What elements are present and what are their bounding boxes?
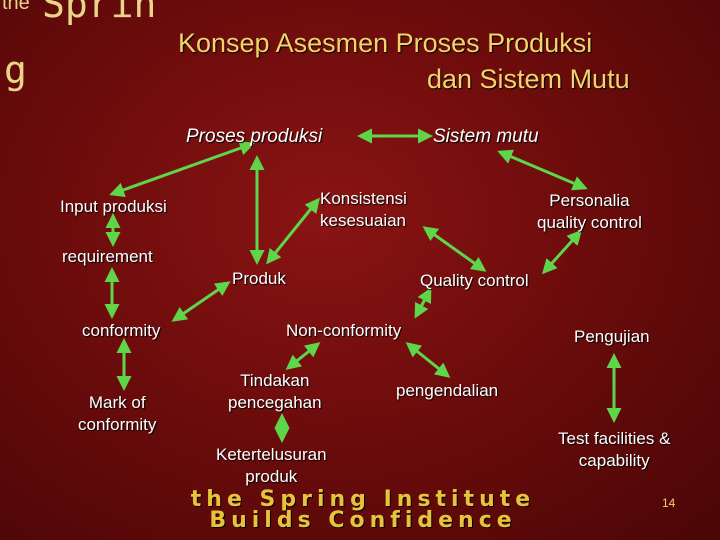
arrow-konsistensi-qc (422, 226, 487, 272)
node-mark-line-2: conformity (78, 415, 157, 434)
arrow-konsistensi-produk (266, 197, 320, 265)
node-tindakan-line-1: Tindakan (240, 371, 310, 390)
node-tindakan-pencegahan: Tindakan pencegahan (228, 370, 322, 414)
node-personalia-line-1: Personalia (549, 191, 630, 210)
node-quality-control: Quality control (420, 271, 529, 290)
node-tindakan-line-2: pencegahan (228, 393, 322, 412)
node-pengujian: Pengujian (574, 327, 650, 346)
node-konsistensi-kesesuaian: Konsistensi kesesuaian (320, 188, 407, 232)
arrow-qc-nonconformity (414, 287, 432, 319)
node-ketertelusuran-produk: Ketertelusuran produk (216, 444, 327, 488)
slide-title-line-2: dan Sistem Mutu (427, 64, 630, 94)
arrow-proses-input (109, 140, 255, 198)
arrow-personalia-qc (541, 229, 583, 275)
node-pengendalian: pengendalian (396, 381, 499, 400)
node-proses-produksi: Proses produksi (186, 126, 323, 147)
node-personalia-quality-control: Personalia quality control (537, 190, 642, 234)
node-sistem-mutu: Sistem mutu (433, 126, 539, 147)
node-test-facilities: Test facilities & capability (558, 428, 670, 472)
slide-title-line-1: Konsep Asesmen Proses Produksi (178, 28, 593, 58)
arrow-produk-conformity (171, 281, 231, 322)
node-konsistensi-line-1: Konsistensi (320, 189, 407, 208)
node-ketertelusuran-line-2: produk (245, 467, 298, 486)
node-ketertelusuran-line-1: Ketertelusuran (216, 445, 327, 464)
logo-spring-text: Sprin (42, 0, 157, 26)
footer-institute-name: the Spring Institute (190, 487, 536, 512)
arrow-nonconformity-tindakan (285, 342, 321, 370)
page-number: 14 (662, 496, 676, 510)
node-personalia-line-2: quality control (537, 213, 642, 232)
node-non-conformity: Non-conformity (286, 321, 402, 340)
footer-tagline: Builds Confidence (209, 508, 517, 533)
node-mark-line-1: Mark of (88, 393, 146, 412)
node-mark-of-conformity: Mark of conformity (78, 392, 156, 436)
arrow-sistem-personalia (497, 149, 588, 191)
node-input-produksi: Input produksi (60, 197, 167, 216)
node-conformity: conformity (82, 321, 161, 340)
logo-the-text: the (2, 0, 30, 14)
node-produk: Produk (232, 269, 286, 288)
node-test-line-1: Test facilities & (558, 429, 671, 448)
node-test-line-2: capability (578, 451, 650, 470)
arrow-nonconformity-pengendalian (405, 342, 451, 378)
node-requirement: requirement (62, 247, 153, 266)
logo-g-text: g (4, 48, 27, 92)
node-konsistensi-line-2: kesesuaian (320, 211, 407, 230)
